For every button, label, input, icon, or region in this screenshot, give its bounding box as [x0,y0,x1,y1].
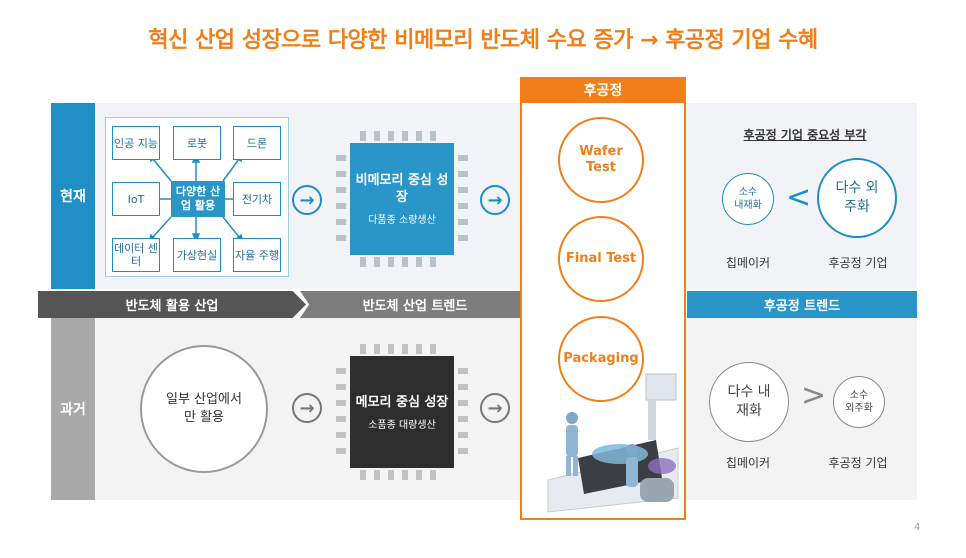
chipmaker-label: 칩메이커 [725,256,771,270]
row-label-current: 현재 [51,103,95,289]
greater-than-icon: > [801,378,827,413]
less-than-icon: < [786,180,812,215]
backend-company-label: 후공정 기업 [828,256,888,270]
chip-title: 비메모리 중심 성장 [355,173,449,205]
band-industry-trend: 반도체 산업 트렌드 [300,291,530,318]
backend-company-label: 후공정 기업 [828,456,888,470]
page-title: 혁신 산업 성장으로 다양한 비메모리 반도체 수요 증가 → 후공정 기업 수… [148,28,818,53]
arrow-right-icon: → [292,393,322,423]
chip-subtitle: 소품종 대량생산 [368,419,436,431]
arrow-right-icon: → [480,185,510,215]
arrow-right-icon: → [292,185,322,215]
step-packaging: Packaging [558,316,644,402]
step-final-test: Final Test [558,216,644,302]
many-outsourcing-circle: 다수 외주화 [817,158,897,238]
few-insourcing-circle: 소수 내재화 [722,173,774,225]
band-backend-trend: 후공정 트렌드 [687,291,917,318]
app-autonomous: 자율 주행 [233,238,281,272]
app-ev: 전기차 [233,182,281,216]
app-vr: 가상현실 [173,238,221,272]
band-usage-industry: 반도체 활용 산업 [38,291,306,318]
app-drone: 드론 [233,126,281,160]
backend-process-header: 후공정 [520,77,686,103]
step-wafer-test: Wafer Test [558,117,644,203]
diverse-industry-box: 다양한 산업 활용 [171,181,225,217]
page-number: 4 [914,522,921,533]
backend-importance-title: 후공정 기업 중요성 부각 [743,128,867,142]
app-iot: IoT [112,182,160,216]
factory-illustration [547,373,679,513]
arrow-right-icon: → [480,393,510,423]
many-insourcing-circle: 다수 내재화 [709,362,789,442]
app-ai: 인공 지능 [112,126,160,160]
app-robot: 로봇 [173,126,221,160]
non-memory-chip: 비메모리 중심 성장 다품종 소량생산 [350,143,454,255]
chip-pins-icon [336,344,468,480]
app-data-center: 데이터 센터 [112,238,160,272]
chip-subtitle: 다품종 소량생산 [368,215,436,226]
few-outsourcing-circle: 소수 외주화 [833,376,885,428]
chip-title: 메모리 중심 성장 [355,394,449,410]
chip-pins-icon [336,131,468,267]
memory-chip: 메모리 중심 성장 소품종 대량생산 [350,356,454,468]
row-label-past: 과거 [51,318,95,500]
past-usage-circle: 일부 산업에서만 활용 [140,345,268,473]
chipmaker-label: 칩메이커 [725,456,771,470]
